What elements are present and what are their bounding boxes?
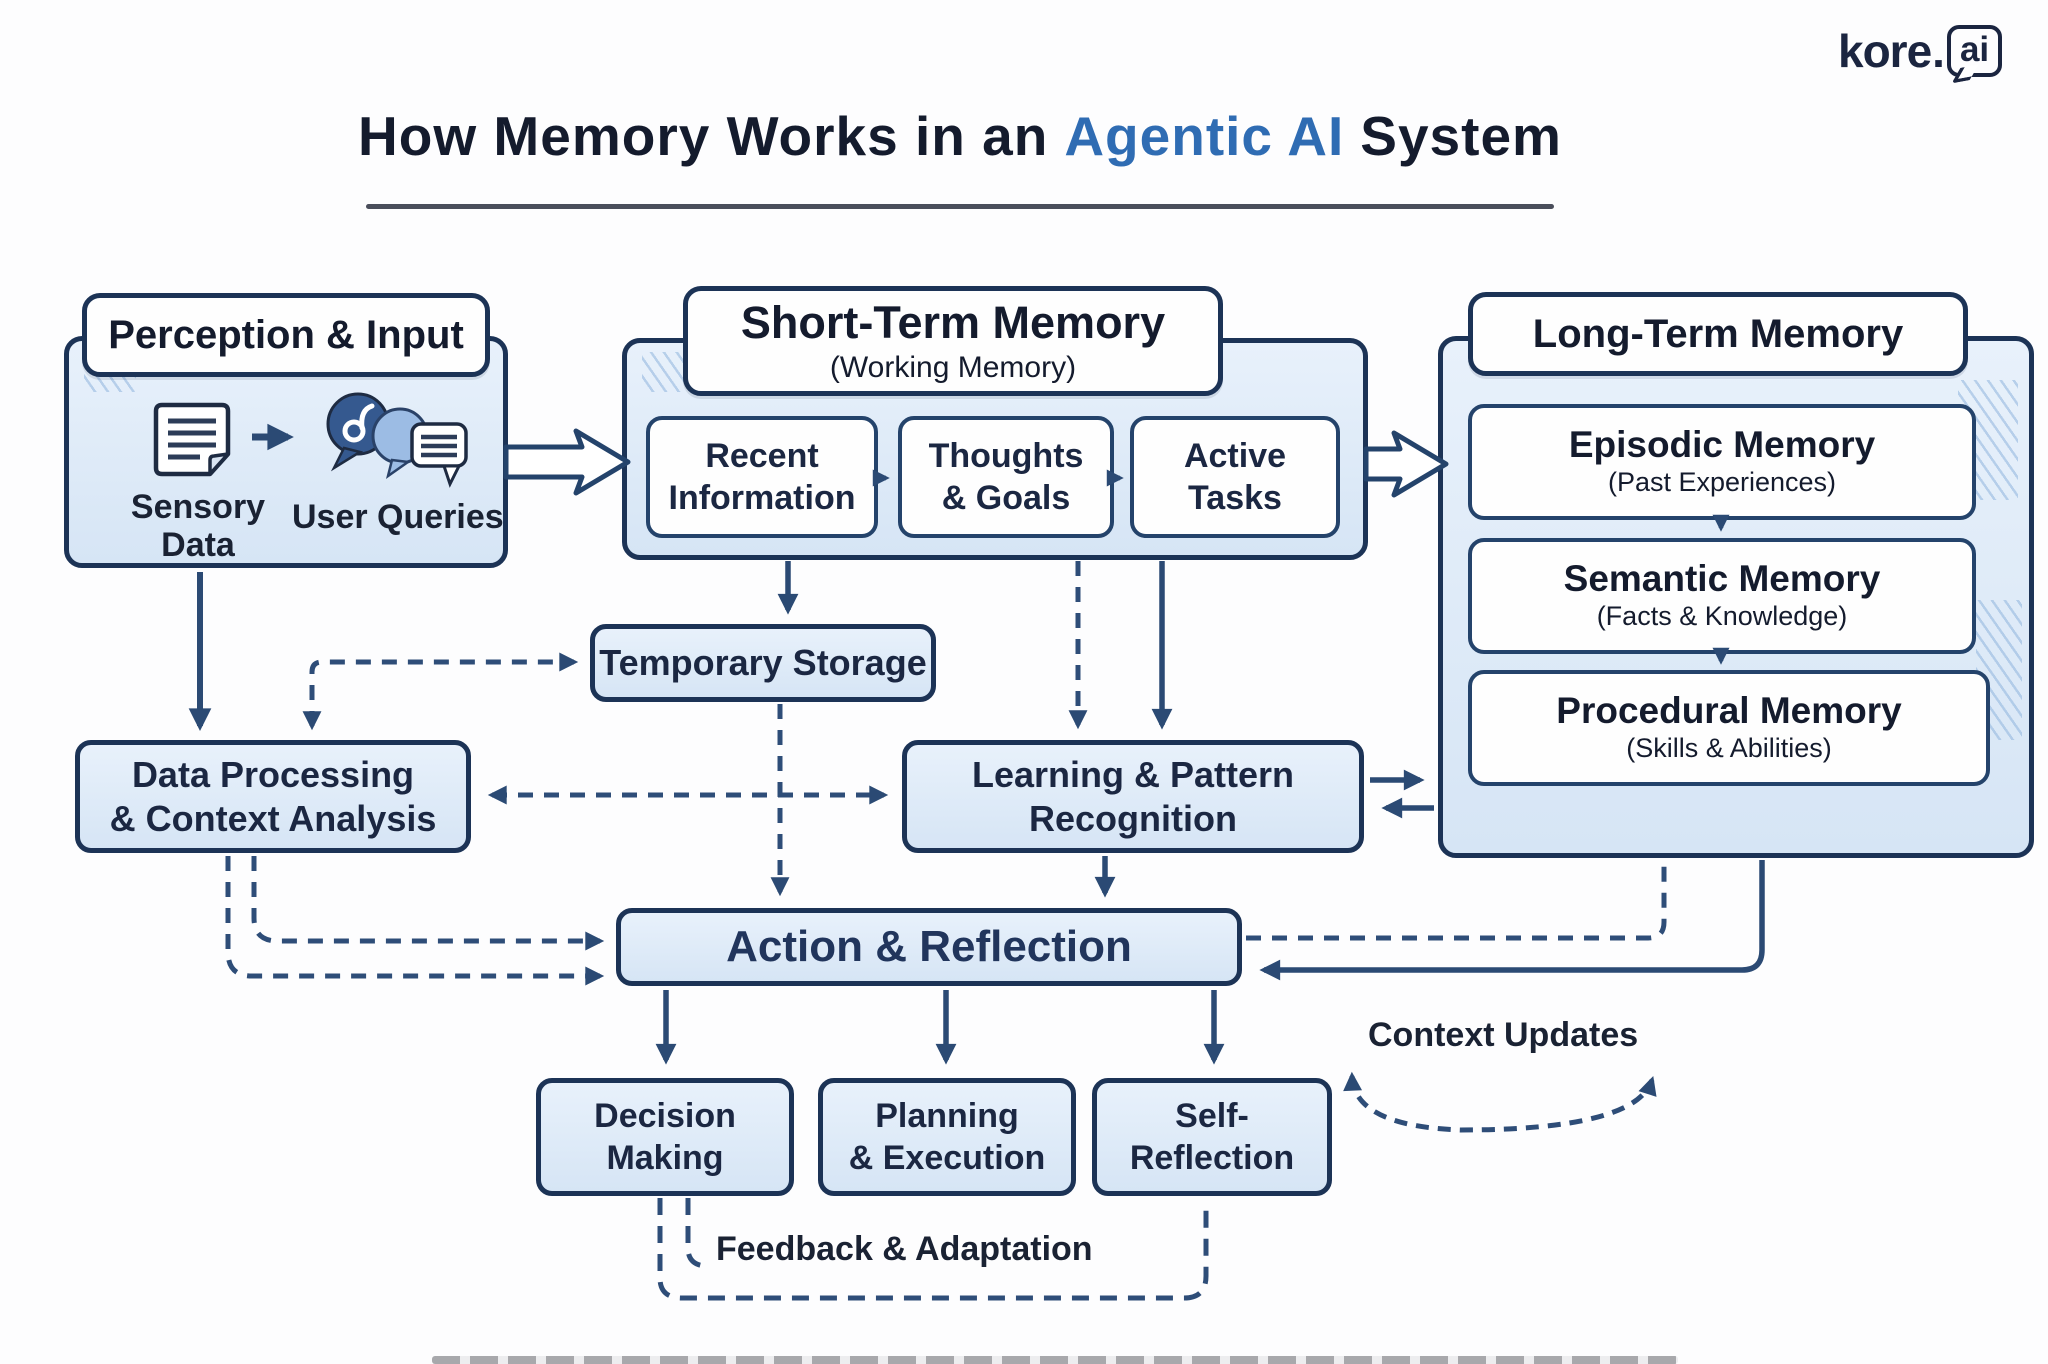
dashed-arrow-data-processing-temporary-storage [302, 652, 579, 731]
recent-information-node: Recent Information [646, 416, 878, 538]
working-memory-subtitle: (Working Memory) [829, 351, 1077, 384]
cropped-bottom-content [432, 1356, 1678, 1364]
episodic-memory-node: Episodic Memory (Past Experiences) [1468, 404, 1976, 520]
long-term-memory-title: Long-Term Memory [1532, 311, 1904, 356]
procedural-memory-subtitle: (Skills & Abilities) [1626, 733, 1832, 764]
learning-pattern-line2: Recognition [1029, 797, 1237, 839]
recent-information-line1: Recent [705, 436, 819, 475]
title-suffix: System [1360, 105, 1562, 167]
planning-execution-line2: & Execution [848, 1139, 1046, 1177]
thoughts-goals-node: Thoughts & Goals [898, 416, 1114, 538]
self-reflection-node: Self- Reflection [1092, 1078, 1332, 1196]
short-term-memory-header: Short-Term Memory (Working Memory) [683, 286, 1223, 396]
learning-pattern-line1: Learning & Pattern [971, 753, 1295, 795]
context-updates-label: Context Updates [1368, 1016, 1639, 1054]
perception-input-title: Perception & Input [108, 312, 464, 357]
data-processing-node: Data Processing & Context Analysis [75, 740, 471, 853]
logo-speech-bubble: ai [1946, 25, 2003, 77]
self-reflection-line1: Self- [1175, 1096, 1249, 1135]
page-title: How Memory Works in an Agentic AI System [330, 104, 1590, 168]
thoughts-goals-line2: & Goals [941, 479, 1071, 517]
dashed-arrow-data-processing-to-action-lower [225, 856, 605, 986]
learning-pattern-node: Learning & Pattern Recognition [902, 740, 1364, 853]
dashed-arrow-data-processing-to-action-upper [251, 856, 605, 951]
episodic-memory-subtitle: (Past Experiences) [1607, 467, 1837, 498]
data-processing-line2: & Context Analysis [109, 797, 437, 839]
title-highlight: Agentic AI [1064, 105, 1345, 167]
long-term-memory-header: Long-Term Memory [1468, 292, 1968, 376]
active-tasks-node: Active Tasks [1130, 416, 1340, 538]
procedural-memory-node: Procedural Memory (Skills & Abilities) [1468, 670, 1990, 786]
logo-dot: . [1932, 25, 1945, 77]
arrow-perception-to-stm [503, 428, 631, 496]
planning-execution-line1: Planning [875, 1096, 1019, 1135]
arrow-ltm-to-action [1259, 860, 1765, 981]
chat-bubbles-icon [326, 392, 468, 488]
perception-input-header: Perception & Input [82, 293, 490, 377]
title-prefix: How Memory Works in an [358, 105, 1049, 167]
procedural-memory-title: Procedural Memory [1556, 689, 1902, 731]
recent-information-line2: Information [668, 479, 856, 517]
decision-making-line2: Making [606, 1139, 724, 1177]
self-reflection-line2: Reflection [1129, 1139, 1295, 1177]
dashed-context-updates-arc [1343, 1071, 1657, 1133]
semantic-memory-subtitle: (Facts & Knowledge) [1596, 601, 1848, 632]
active-tasks-line1: Active [1183, 436, 1287, 475]
user-queries-label: User Queries [292, 498, 504, 536]
logo-word: kore [1838, 25, 1932, 77]
dashed-line-action-to-ltm [1246, 862, 1667, 941]
document-icon [153, 402, 231, 477]
decision-making-node: Decision Making [536, 1078, 794, 1196]
decision-making-line1: Decision [594, 1096, 736, 1135]
data-processing-line1: Data Processing [131, 753, 415, 795]
action-reflection-node: Action & Reflection [616, 908, 1242, 986]
title-underline [366, 204, 1554, 209]
short-term-memory-title: Short-Term Memory [740, 297, 1166, 348]
temporary-storage-node: Temporary Storage [590, 624, 936, 702]
sensory-data-label: Sensory Data [130, 488, 266, 565]
dashed-feedback-loop-inner [685, 1198, 709, 1269]
action-reflection-label: Action & Reflection [726, 922, 1132, 971]
planning-execution-node: Planning & Execution [818, 1078, 1076, 1196]
arrow-stm-to-ltm [1363, 430, 1449, 498]
kore-ai-logo: kore.ai [1838, 24, 2003, 78]
semantic-memory-title: Semantic Memory [1563, 557, 1881, 599]
thoughts-goals-line1: Thoughts [928, 436, 1084, 475]
active-tasks-line2: Tasks [1188, 479, 1282, 517]
feedback-adaptation-label: Feedback & Adaptation [716, 1230, 1093, 1268]
temporary-storage-label: Temporary Storage [599, 642, 927, 684]
semantic-memory-node: Semantic Memory (Facts & Knowledge) [1468, 538, 1976, 654]
episodic-memory-title: Episodic Memory [1568, 423, 1876, 465]
